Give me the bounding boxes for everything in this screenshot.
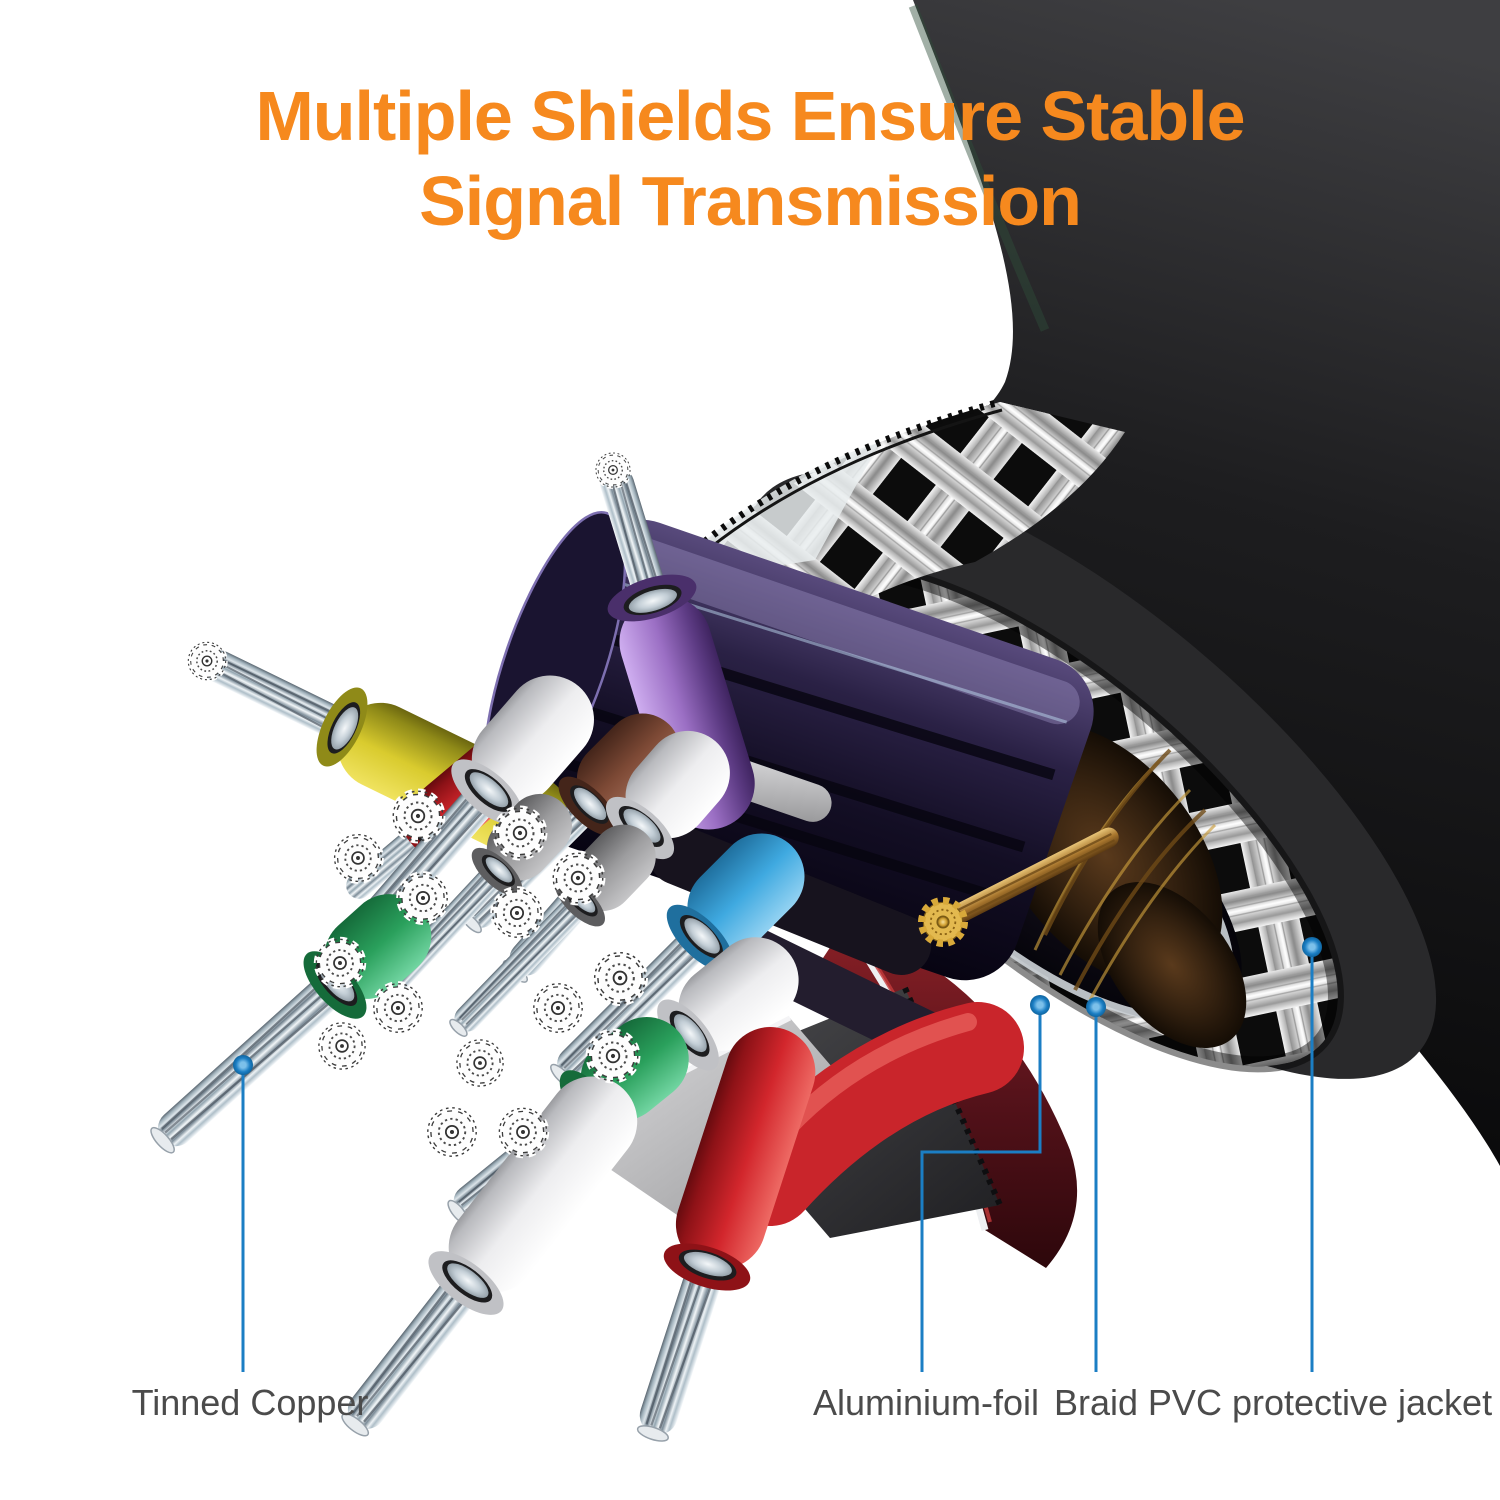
callout-dots [233,937,1322,1075]
aluminium-foil-dot [1030,995,1050,1015]
callout-aluminium-foil [920,1005,1042,1372]
label-aluminium-foil: Aluminium-foil [812,1382,1040,1423]
page-title: Multiple Shields Ensure Stable Signal Tr… [0,74,1500,245]
title-line-1: Multiple Shields Ensure Stable [255,77,1245,155]
label-pvc-jacket: PVC protective jacket [1147,1382,1493,1423]
callouts [241,947,1314,1372]
label-tinned-copper: Tinned Copper [131,1382,369,1423]
label-braid: Braid [1053,1382,1139,1423]
tinned-copper-dot [233,1055,253,1075]
braid-dot [1086,997,1106,1017]
bare-copper-wire [922,827,1119,943]
wire-red-big [636,1002,1024,1442]
title-line-2: Signal Transmission [419,162,1082,241]
pvc-jacket-dot [1302,937,1322,957]
wire-white-long [341,1076,638,1437]
